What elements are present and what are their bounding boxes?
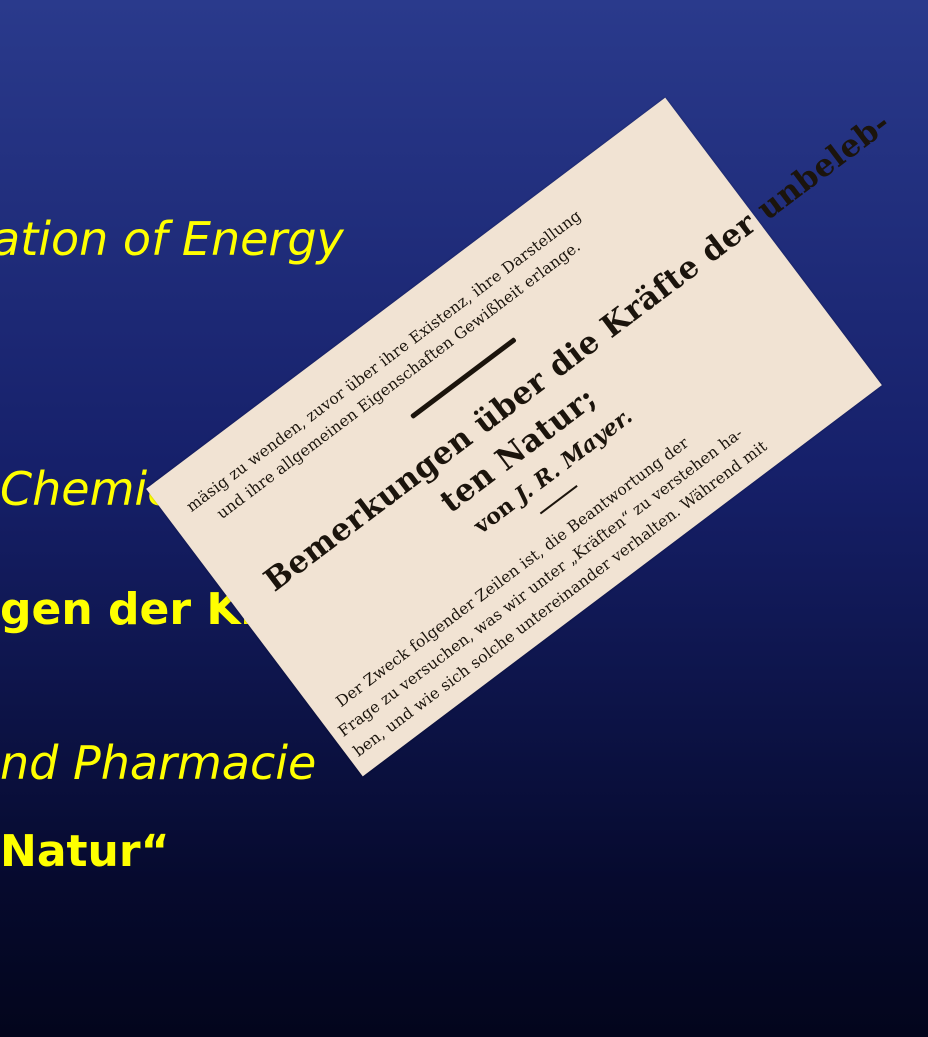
- slide-line-conservation-of-energy: ation of Energy: [0, 212, 344, 266]
- slide-line-pharmacie: nd Pharmacie: [0, 736, 317, 790]
- clipping-top-line-2: und ihre allgemeinen Eigenschaften Gewiß…: [213, 237, 584, 523]
- slide-line-natur: Natur“: [0, 826, 170, 877]
- article-clipping: mäsig zu wenden, zuvor über ihre Existen…: [146, 97, 897, 777]
